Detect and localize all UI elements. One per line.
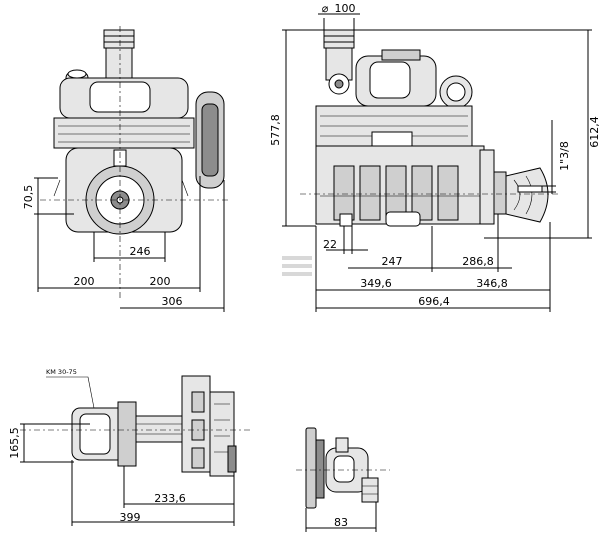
rear-small-view [296, 427, 390, 509]
dim-286-8: 286,8 [462, 255, 494, 268]
label-gearbox-model: KM 30-75 [46, 368, 77, 376]
dim-70-5: 70,5 [22, 185, 35, 210]
dim-346-8: 346,8 [476, 277, 508, 290]
side-view-dimensions: ⌀ 100 577,8 612,4 1"3/8 22 247 286,8 349… [269, 2, 600, 312]
dim-399: 399 [120, 511, 141, 524]
gearbox-view-dimensions: KM 30-75 165,5 233,6 399 [8, 368, 235, 526]
side-view [300, 29, 560, 227]
dim-200-right: 200 [150, 275, 171, 288]
watermark-logo [282, 256, 312, 276]
dim-83: 83 [334, 516, 348, 529]
dim-696-4: 696,4 [418, 295, 450, 308]
dim-diameter-symbol: ⌀ [322, 2, 329, 15]
front-view [40, 26, 230, 300]
dim-246: 246 [130, 245, 151, 258]
dim-233-6: 233,6 [154, 492, 186, 505]
dim-22: 22 [323, 238, 337, 251]
dim-1-3-8: 1"3/8 [558, 141, 571, 171]
dim-577-8: 577,8 [269, 114, 282, 146]
front-view-dimensions: 70,5 246 200 200 306 [22, 176, 225, 312]
dim-200-left: 200 [74, 275, 95, 288]
dim-165-5: 165,5 [8, 427, 21, 459]
dim-306: 306 [162, 295, 183, 308]
dim-247: 247 [382, 255, 403, 268]
dim-349-6: 349,6 [360, 277, 392, 290]
dim-100: 100 [335, 2, 356, 15]
dim-612-4: 612,4 [588, 116, 600, 148]
gearbox-side-view [20, 375, 250, 477]
rear-view-dimensions: 83 [305, 502, 377, 532]
